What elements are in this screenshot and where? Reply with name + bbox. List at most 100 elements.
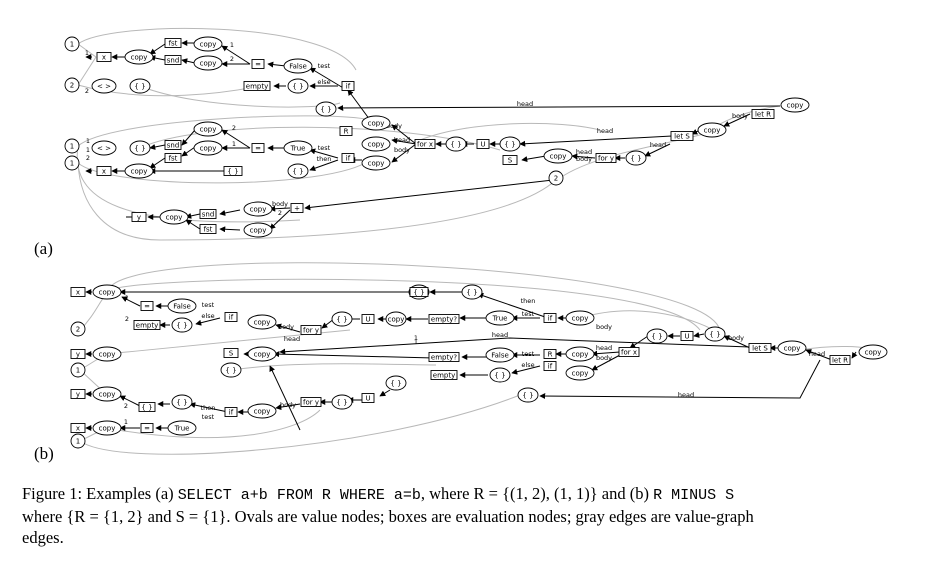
value-node-label: copy [572, 314, 589, 322]
value-node-c21: copy [92, 386, 122, 402]
value-node-label: copy [99, 350, 116, 358]
value-node-a23: copy [243, 201, 273, 217]
value-node-label: copy [200, 144, 217, 152]
value-node-label: { } [390, 379, 401, 387]
eval-node-label: U [365, 394, 370, 402]
value-node-a24: { } [445, 136, 467, 152]
value-node-c6: copy [247, 314, 277, 330]
eval-node-label: let S [752, 344, 768, 352]
value-node-label: < > [97, 82, 111, 90]
eval-node-b22: let S [670, 131, 694, 141]
eval-node-label: snd [167, 56, 180, 64]
eval-node-label: if [346, 154, 351, 162]
graph-a-edge-label: 1 [86, 137, 90, 145]
value-node-a18: True [283, 140, 313, 156]
graph-b-edge-label: body [596, 354, 612, 362]
eval-node-d20: y [70, 389, 86, 399]
caption-mid: , where R = {(1, 2), (1, 1)} and (b) [420, 484, 654, 503]
value-node-label: copy [787, 101, 804, 109]
graph-a-edge-label: head [650, 141, 666, 149]
eval-node-label: { } [141, 403, 152, 411]
value-node-label: 1 [70, 159, 74, 167]
value-node-c4: { } [461, 284, 483, 300]
value-node-label: { } [292, 167, 303, 175]
eval-node-label: let R [755, 110, 771, 118]
value-node-label: copy [99, 424, 116, 432]
graph-b-edge-label: then [521, 297, 536, 305]
value-node-a31: copy [697, 122, 727, 138]
value-node-a15: { } [129, 140, 151, 156]
eval-node-label: y [76, 390, 80, 398]
eval-node-label: if [548, 314, 553, 322]
value-node-c12: 1 [70, 362, 86, 378]
eval-node-label: { } [413, 288, 424, 296]
value-node-c16: copy [247, 346, 277, 362]
graph-b-edge-label: else [201, 312, 214, 320]
value-node-a13: 1 [64, 138, 80, 154]
value-node-a28: 2 [548, 170, 564, 186]
value-graph-edges [76, 27, 876, 455]
value-node-c28: True [167, 420, 197, 436]
graph-b-edge-label: 1 [124, 418, 128, 426]
value-node-label: copy [131, 167, 148, 175]
eval-node-d3: = [140, 301, 154, 311]
eval-node-d19: let R [829, 355, 851, 365]
eval-node-d11: S [223, 348, 239, 358]
graph-a-edge-label: test [318, 62, 331, 70]
eval-node-b19: snd [199, 209, 217, 219]
eval-node-label: y [76, 350, 80, 358]
graph-b-edge-label: head [596, 344, 612, 352]
value-node-a17: copy [193, 140, 223, 156]
value-node-label: copy [200, 59, 217, 67]
eval-node-label: fst [169, 39, 178, 47]
value-node-label: 1 [76, 366, 80, 374]
value-node-label: copy [131, 53, 148, 61]
value-node-label: copy [572, 369, 589, 377]
eval-node-label: = [144, 424, 150, 432]
value-node-c29: 1 [70, 433, 86, 449]
eval-node-d26: = [140, 423, 154, 433]
graph-a-edge-label: 2 [85, 87, 89, 95]
eval-node-b2: snd [164, 55, 182, 65]
value-node-a12: copy [361, 136, 391, 152]
graph-b-edge-label: head [678, 391, 694, 399]
eval-node-b10: = [251, 143, 265, 153]
value-node-label: True [492, 314, 508, 322]
value-node-label: 1 [70, 40, 74, 48]
eval-node-label: y [137, 213, 141, 221]
caption-line-2: where {R = {1, 2} and S = {1}. Ovals are… [22, 507, 754, 526]
value-node-label: copy [572, 350, 589, 358]
eval-node-label: x [102, 53, 106, 61]
eval-node-label: { } [227, 167, 238, 175]
graph-a-edge-label: body [394, 146, 410, 154]
graph-a-edge-label: 2 [278, 209, 282, 217]
panel-label-a: (a) [34, 239, 53, 258]
eval-node-d12: empty? [428, 352, 460, 362]
value-node-a3: copy [193, 36, 223, 52]
caption-lead: Figure 1: Examples (a) [22, 484, 178, 503]
value-node-label: { } [292, 82, 303, 90]
value-node-a9: { } [287, 78, 309, 94]
value-node-a14: < > [91, 140, 117, 156]
eval-node-label: = [255, 60, 261, 68]
graph-a-edge-label: head [597, 127, 613, 135]
graph-b-edge-label: 2 [124, 402, 128, 410]
eval-node-b15: U [476, 139, 490, 149]
value-node-label: copy [704, 126, 721, 134]
value-node-c5: 2 [70, 321, 86, 337]
value-node-c25: { } [646, 328, 668, 344]
value-node-label: { } [709, 330, 720, 338]
graph-a-edge-label: head [517, 100, 533, 108]
eval-node-label: snd [202, 210, 215, 218]
value-node-label: copy [784, 344, 801, 352]
value-node-c22: { } [171, 394, 193, 410]
value-node-label: copy [254, 318, 271, 326]
eval-node-b11: if [341, 153, 355, 163]
eval-node-label: + [294, 204, 300, 212]
eval-node-label: if [346, 82, 351, 90]
value-node-label: False [289, 62, 307, 70]
eval-node-b3: x [96, 52, 112, 62]
value-node-label: < > [97, 144, 111, 152]
eval-node-b21: + [290, 203, 304, 213]
